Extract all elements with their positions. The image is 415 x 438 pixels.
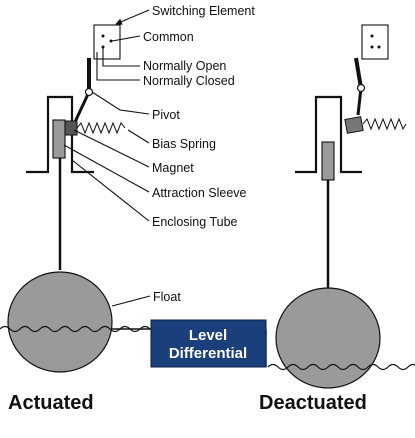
label-attraction-sleeve: Attraction Sleeve	[152, 186, 247, 200]
label-magnet: Magnet	[152, 161, 194, 175]
deactuated-assembly	[267, 24, 415, 389]
pivot-right	[356, 83, 366, 93]
magnet-link-right	[356, 87, 363, 116]
bias-spring-right	[362, 117, 407, 131]
magnet-left	[64, 120, 78, 136]
contact-dot	[101, 34, 105, 38]
attraction-sleeve-right	[321, 141, 335, 181]
magnet-link-left	[73, 91, 91, 123]
label-common: Common	[143, 30, 194, 44]
label-pivot: Pivot	[152, 108, 180, 122]
switch-arm-right	[354, 57, 363, 89]
enclosing-tube-left	[26, 95, 94, 174]
water-surface-left	[0, 325, 151, 333]
leader-lines	[63, 9, 151, 307]
enclosing-tube-right	[295, 95, 362, 174]
float-left	[7, 271, 113, 373]
magnet-right	[344, 116, 364, 134]
contact-dot	[370, 45, 374, 49]
label-bias-spring: Bias Spring	[152, 137, 216, 151]
switching-element-left	[93, 24, 121, 60]
label-normally-open: Normally Open	[143, 59, 226, 73]
level-differential-line2: Differential	[169, 345, 247, 362]
label-float: Float	[153, 290, 181, 304]
attraction-sleeve-left	[52, 119, 66, 159]
water-surface-right	[267, 363, 415, 371]
contact-dot	[370, 34, 374, 38]
contact-dot	[377, 45, 381, 49]
label-enclosing-tube: Enclosing Tube	[152, 215, 238, 229]
pivot-left	[84, 87, 94, 97]
callout-labels: Switching Element Common Normally Open N…	[143, 4, 255, 304]
float-right	[275, 287, 381, 389]
caption-actuated: Actuated	[8, 392, 94, 414]
switching-element-right	[361, 24, 389, 60]
actuated-assembly	[0, 24, 151, 373]
level-differential-box: Level Differential	[112, 319, 267, 368]
bias-spring-left	[76, 121, 126, 135]
level-differential-panel	[150, 319, 267, 368]
label-normally-closed: Normally Closed	[143, 74, 235, 88]
level-differential-line1: Level	[189, 327, 227, 344]
contact-dot	[109, 39, 113, 43]
label-switching-element: Switching Element	[152, 4, 255, 18]
caption-deactuated: Deactuated	[259, 392, 367, 414]
